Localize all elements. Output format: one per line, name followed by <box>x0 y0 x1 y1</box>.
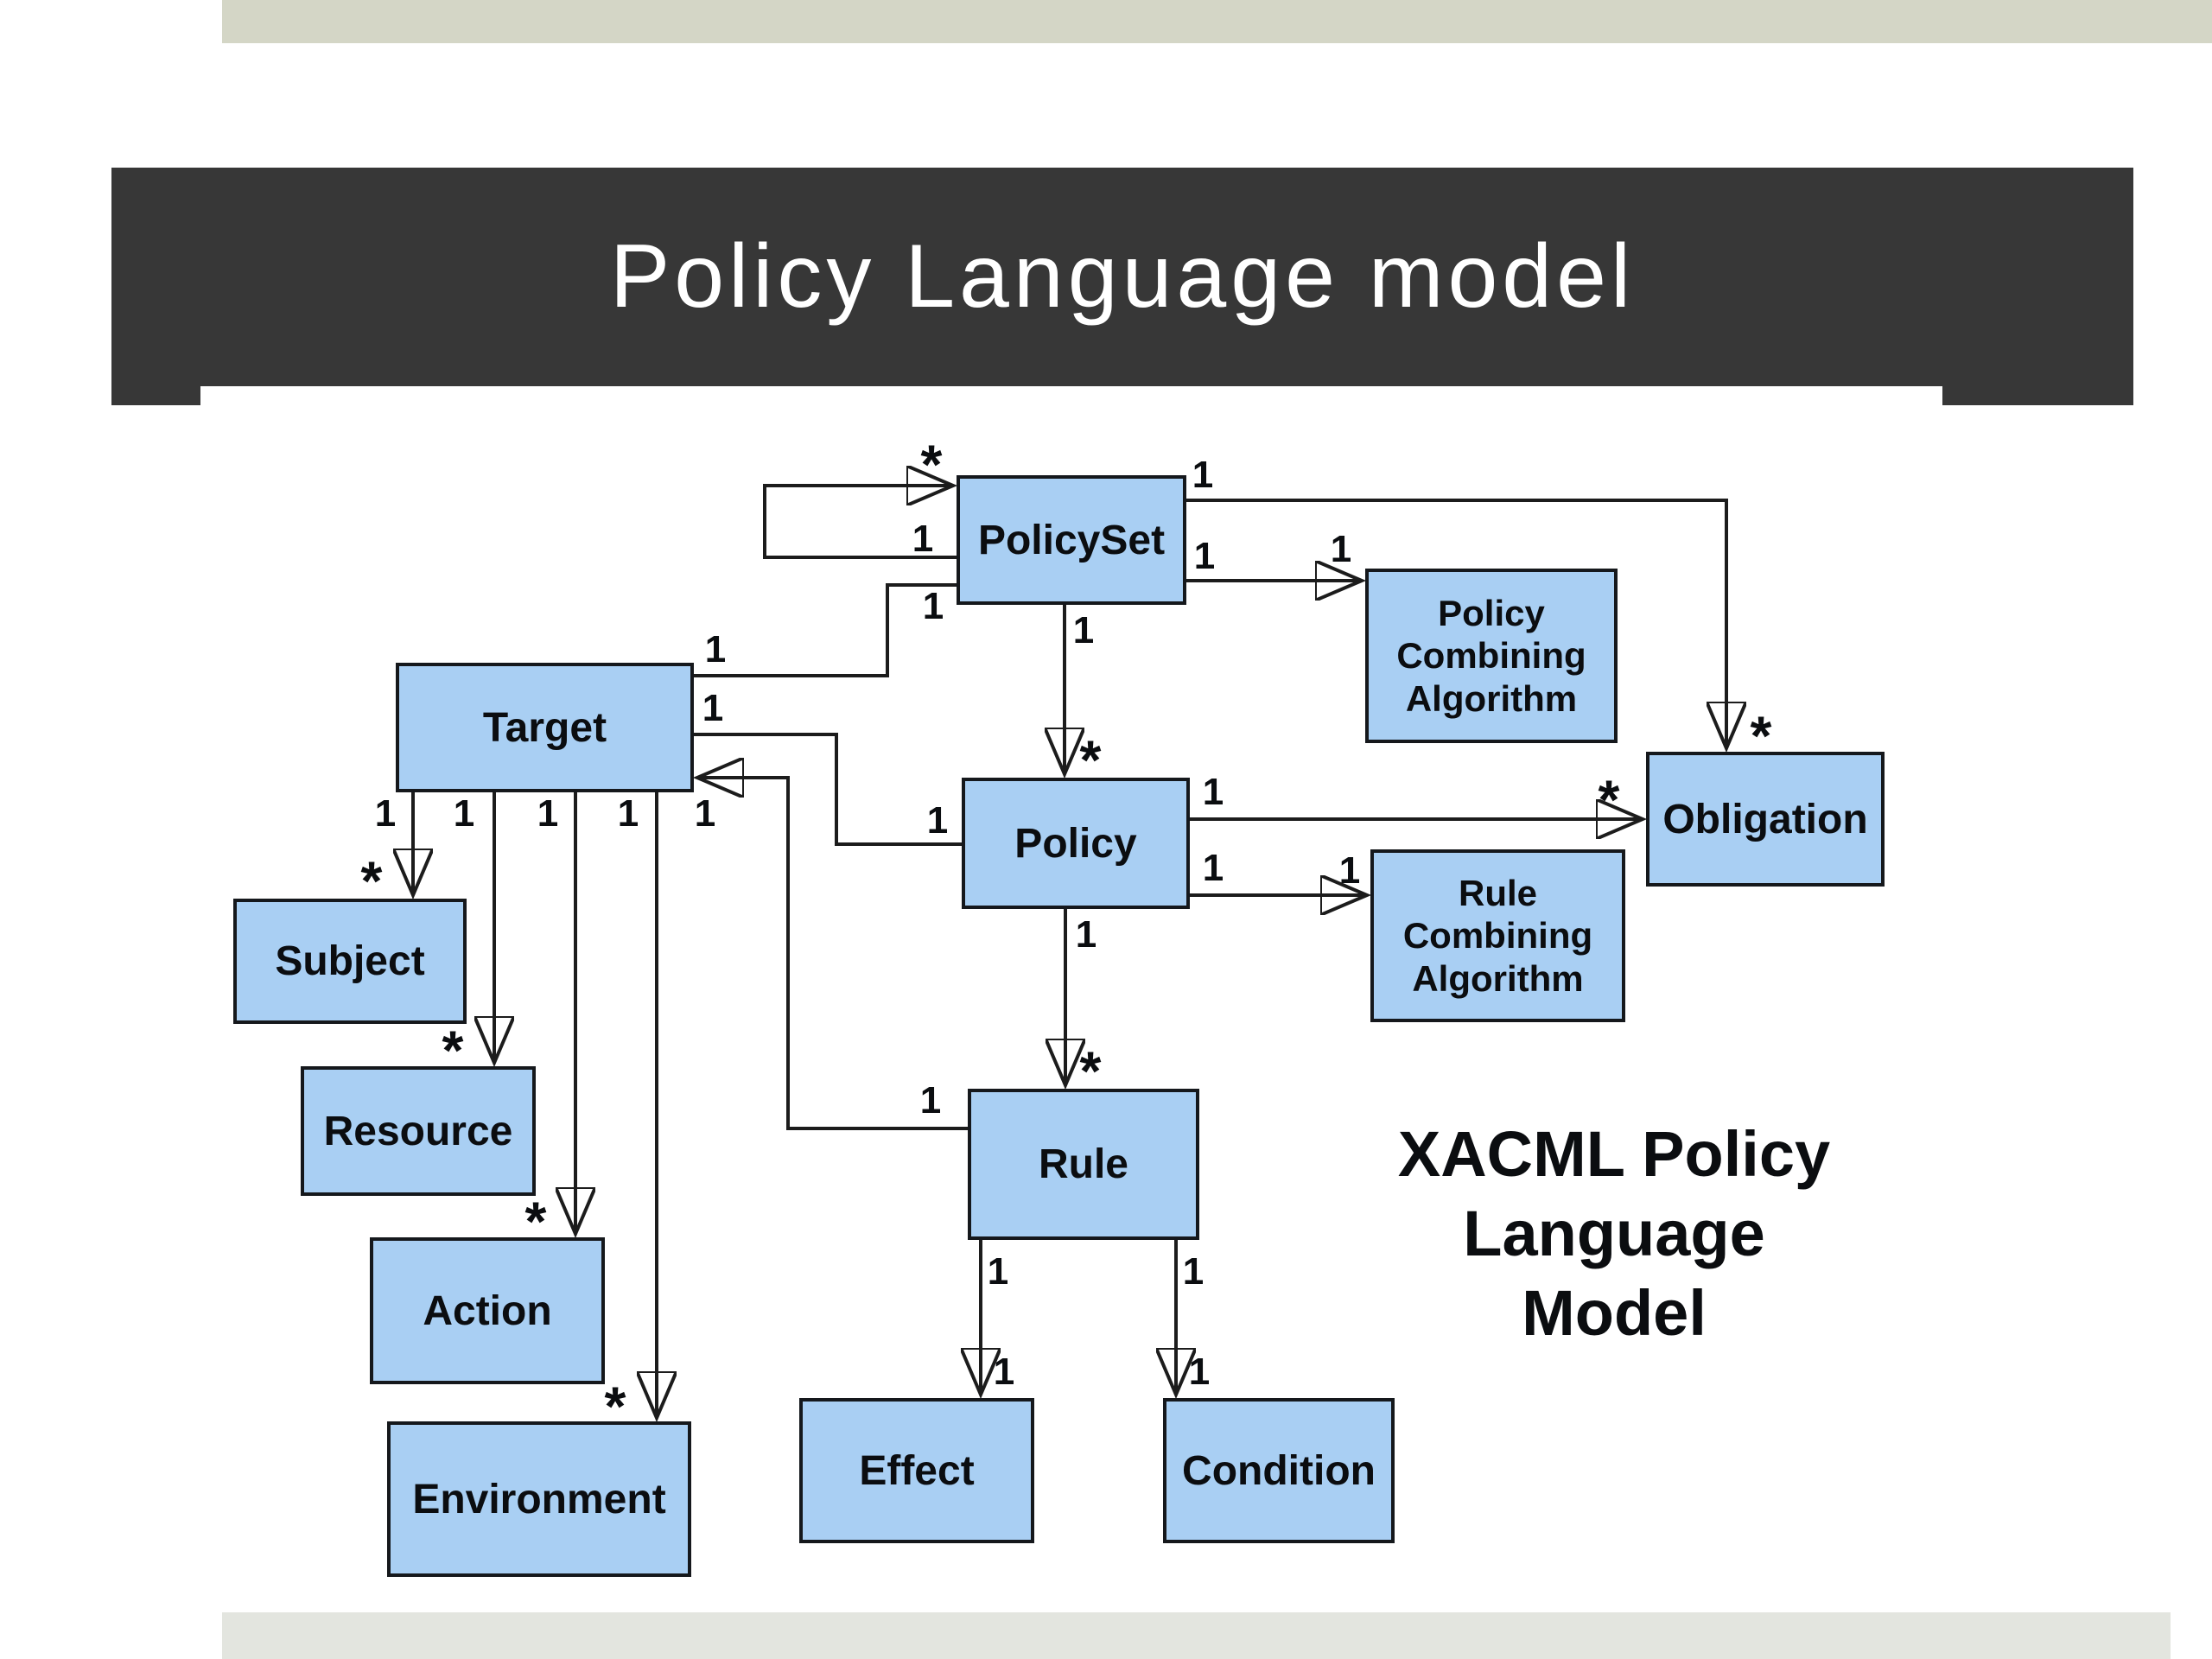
connector-policyset-obligation <box>1186 499 1726 748</box>
cardinality-label: 1 <box>1202 771 1224 813</box>
cardinality-label: 1 <box>1330 528 1352 570</box>
cardinality-label: 1 <box>1202 847 1224 889</box>
cardinality-label: 1 <box>453 792 475 835</box>
cardinality-label: 1 <box>704 628 727 671</box>
cardinality-label: * <box>524 1190 547 1253</box>
cardinality-label: 1 <box>702 687 724 729</box>
cardinality-label: * <box>1079 728 1102 791</box>
top-accent-strip <box>222 0 2212 43</box>
cardinality-label: 1 <box>1075 913 1097 956</box>
cardinality-label: * <box>1750 704 1772 767</box>
cardinality-label: * <box>604 1375 626 1438</box>
cardinality-label: 1 <box>1072 609 1095 652</box>
caption-line-3: Model <box>1522 1277 1707 1349</box>
cardinality-label: 1 <box>922 585 944 627</box>
cardinality-label: * <box>1598 768 1620 831</box>
connector-policyset-target <box>694 583 957 677</box>
cardinality-label: 1 <box>694 792 716 835</box>
box-rule: Rule <box>968 1089 1199 1240</box>
cardinality-label: * <box>1079 1039 1102 1103</box>
banner-foot-right <box>1942 386 2133 405</box>
cardinality-label: 1 <box>912 518 934 560</box>
bottom-accent-strip <box>222 1612 2171 1659</box>
box-target: Target <box>396 663 694 792</box>
cardinality-label: * <box>442 1019 464 1082</box>
banner-foot-left <box>111 386 200 405</box>
cardinality-label: 1 <box>374 792 397 835</box>
cardinality-label: * <box>360 849 383 912</box>
caption-line-1: XACML Policy <box>1397 1118 1831 1190</box>
connector-policyset-self <box>763 486 957 559</box>
box-effect: Effect <box>799 1398 1034 1543</box>
cardinality-label: 1 <box>1338 849 1361 892</box>
cardinality-label: 1 <box>919 1079 942 1122</box>
box-policy: Policy <box>962 778 1190 909</box>
connector-rule-target <box>697 778 968 1130</box>
caption-line-2: Language <box>1463 1198 1765 1269</box>
cardinality-label: 1 <box>993 1351 1015 1393</box>
box-condition: Condition <box>1163 1398 1395 1543</box>
cardinality-label: 1 <box>987 1250 1009 1293</box>
cardinality-label: 1 <box>1182 1250 1205 1293</box>
box-policy-combining-algorithm: Policy Combining Algorithm <box>1365 569 1618 743</box>
cardinality-label: * <box>920 433 943 496</box>
cardinality-label: 1 <box>617 792 639 835</box>
cardinality-label: 1 <box>926 799 949 842</box>
box-subject: Subject <box>233 899 467 1024</box>
box-resource: Resource <box>301 1066 536 1196</box>
cardinality-label: 1 <box>1188 1351 1211 1393</box>
cardinality-label: 1 <box>1193 535 1216 577</box>
title-banner: Policy Language model <box>111 168 2133 386</box>
slide-title: Policy Language model <box>609 226 1636 327</box>
cardinality-label: 1 <box>537 792 559 835</box>
box-action: Action <box>370 1237 605 1384</box>
box-rule-combining-algorithm: Rule Combining Algorithm <box>1370 849 1625 1022</box>
diagram-caption: XACML Policy Language Model <box>1398 1115 1830 1353</box>
box-environment: Environment <box>387 1421 691 1577</box>
connector-target-policy <box>694 733 962 846</box>
cardinality-label: 1 <box>1192 454 1214 496</box>
box-policyset: PolicySet <box>957 475 1186 605</box>
box-obligation: Obligation <box>1646 752 1885 887</box>
